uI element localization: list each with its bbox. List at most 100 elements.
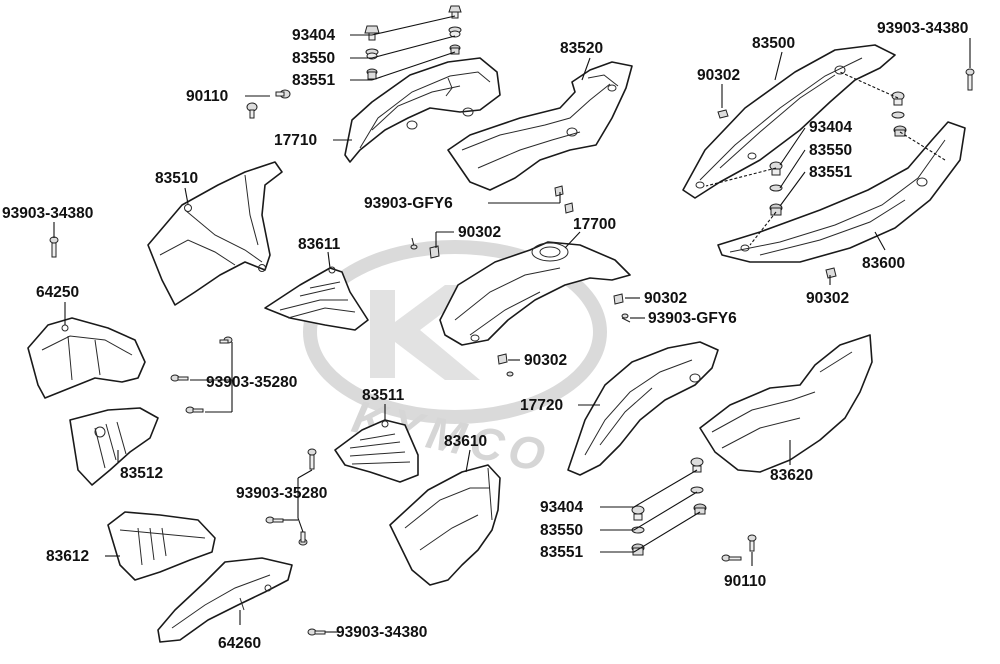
screw-icon[interactable] <box>721 554 742 562</box>
label-83500: 83500 <box>752 35 795 52</box>
label-83612: 83612 <box>46 548 89 565</box>
screw-icon[interactable] <box>49 236 59 258</box>
label-83611: 83611 <box>298 236 341 253</box>
label-83550-c: 83550 <box>540 522 583 539</box>
clip-nut-icon[interactable] <box>717 109 729 119</box>
screw-icon[interactable] <box>506 371 514 377</box>
screw-icon[interactable] <box>246 102 258 119</box>
label-17700: 17700 <box>573 216 616 233</box>
part-labels: 93404 83550 83551 90110 17710 83520 8350… <box>2 20 968 652</box>
screw-icon[interactable] <box>307 628 326 636</box>
screw-icon[interactable] <box>621 313 631 323</box>
grommet-icon[interactable] <box>769 203 783 216</box>
screw-icon[interactable] <box>219 336 233 344</box>
grommet-icon[interactable] <box>893 125 907 137</box>
screw-icon[interactable] <box>965 68 975 91</box>
screw-icon[interactable] <box>307 448 317 470</box>
hardware-group-right-top <box>717 68 975 279</box>
label-83551-c: 83551 <box>540 544 583 561</box>
bolt-icon[interactable] <box>364 25 380 41</box>
part-17720-inner-cover[interactable] <box>567 341 719 476</box>
part-83611-grill[interactable] <box>264 266 369 331</box>
screw-icon[interactable] <box>275 89 291 99</box>
washer-icon[interactable] <box>690 486 704 494</box>
label-83551-b: 83551 <box>809 164 852 181</box>
label-93903-34380-b: 93903-34380 <box>2 205 93 222</box>
grommet-icon[interactable] <box>366 68 378 80</box>
screw-icon[interactable] <box>265 516 284 524</box>
part-83610-inner-cover[interactable] <box>389 464 501 586</box>
screw-icon[interactable] <box>170 374 189 382</box>
part-64250-front-cover[interactable] <box>27 317 146 399</box>
part-83620-front-cover[interactable] <box>699 334 873 473</box>
grommet-icon[interactable] <box>631 543 645 556</box>
label-17710: 17710 <box>274 132 317 149</box>
label-90302-b: 90302 <box>458 224 501 241</box>
part-83612-side-panel[interactable] <box>107 511 216 581</box>
label-90302-e: 90302 <box>524 352 567 369</box>
part-17700-tunnel-cover[interactable] <box>439 241 631 346</box>
label-90110-b: 90110 <box>724 573 766 590</box>
hardware-group-left <box>49 236 326 636</box>
label-93903-gfy6-b: 93903-GFY6 <box>648 310 737 327</box>
clip-nut-icon[interactable] <box>429 245 440 259</box>
part-83512-front-panel[interactable] <box>69 407 159 486</box>
grommet-icon[interactable] <box>449 44 461 55</box>
screw-icon[interactable] <box>185 406 204 414</box>
label-90302-c: 90302 <box>806 290 849 307</box>
watermark-k-glyph <box>370 285 480 380</box>
washer-icon[interactable] <box>448 26 462 38</box>
label-17720: 17720 <box>520 397 563 414</box>
label-93903-35280-b: 93903-35280 <box>236 485 327 502</box>
part-83500-side-cover[interactable] <box>682 44 896 199</box>
screw-icon[interactable] <box>298 531 308 546</box>
leader-lines <box>53 15 971 633</box>
clip-icon[interactable] <box>554 185 574 214</box>
hardware-group-bottom-right <box>631 457 757 562</box>
part-83510-inner-panel[interactable] <box>147 161 283 306</box>
bolt-icon[interactable] <box>690 457 704 473</box>
label-83551-a: 83551 <box>292 72 335 89</box>
label-90110-a: 90110 <box>186 88 228 105</box>
label-93404-a: 93404 <box>292 27 335 44</box>
washer-icon[interactable] <box>891 111 905 119</box>
part-83520-side-cover[interactable] <box>447 61 633 191</box>
label-83510: 83510 <box>155 170 198 187</box>
screw-icon[interactable] <box>410 237 418 250</box>
bolt-icon[interactable] <box>631 505 645 521</box>
part-83600-lower-cover[interactable] <box>717 121 966 263</box>
clip-nut-icon[interactable] <box>825 267 837 279</box>
label-93404-b: 93404 <box>809 119 852 136</box>
label-93903-35280-a: 93903-35280 <box>206 374 297 391</box>
label-83512: 83512 <box>120 465 163 482</box>
label-83520: 83520 <box>560 40 603 57</box>
label-93903-34380-a: 93903-34380 <box>877 20 968 37</box>
hardware-group-center <box>410 185 631 377</box>
label-83610: 83610 <box>444 433 487 450</box>
clip-nut-icon[interactable] <box>613 293 624 305</box>
label-90302-a: 90302 <box>697 67 740 84</box>
part-17710-inner-cover[interactable] <box>344 57 501 163</box>
label-83600: 83600 <box>862 255 905 272</box>
label-93903-gfy6-a: 93903-GFY6 <box>364 195 453 212</box>
label-64250: 64250 <box>36 284 79 301</box>
watermark-ellipse <box>303 240 607 424</box>
part-64260-lower-cover[interactable] <box>157 557 293 643</box>
label-83620: 83620 <box>770 467 813 484</box>
washer-icon[interactable] <box>769 184 783 192</box>
label-93404-c: 93404 <box>540 499 583 516</box>
label-64260: 64260 <box>218 635 261 652</box>
label-83550-b: 83550 <box>809 142 852 159</box>
part-83511-grill[interactable] <box>334 419 419 483</box>
label-90302-d: 90302 <box>644 290 687 307</box>
clip-nut-icon[interactable] <box>497 353 508 365</box>
bolt-icon[interactable] <box>769 161 783 176</box>
label-83511: 83511 <box>362 387 405 404</box>
label-93903-34380-c: 93903-34380 <box>336 624 427 641</box>
bolt-icon[interactable] <box>891 91 905 106</box>
screw-icon[interactable] <box>747 534 757 552</box>
bolt-icon[interactable] <box>448 5 462 19</box>
label-83550-a: 83550 <box>292 50 335 67</box>
